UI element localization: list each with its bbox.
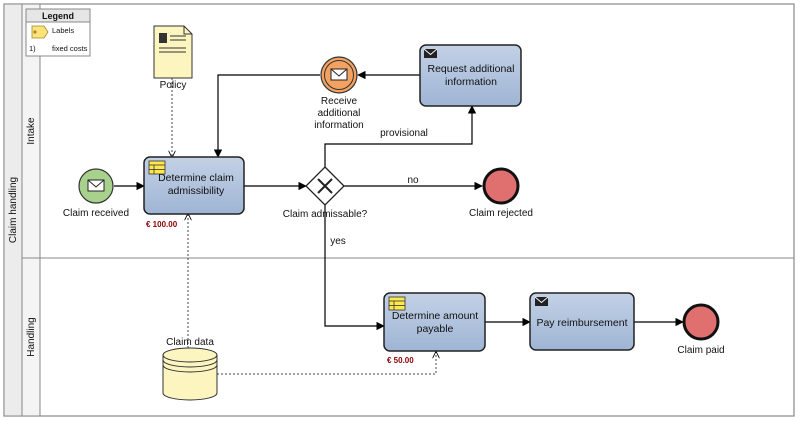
legend-fixed-costs: fixed costs (52, 44, 88, 53)
policy-label: Policy (160, 80, 187, 91)
gateway-label: Claim admissable? (283, 209, 368, 220)
task-determine-admissibility[interactable]: Determine claim admissibility € 100.00 (143, 156, 245, 229)
end-rejected-label: Claim rejected (469, 208, 533, 219)
pool-label: Claim handling (8, 177, 19, 243)
receive-info-line3: information (314, 120, 363, 131)
task-request-line1: Request additional (428, 63, 515, 75)
data-store-label: Claim data (166, 337, 214, 348)
send-envelope-icon (534, 296, 549, 306)
flow-receive-to-determine (213, 74, 320, 158)
document-icon (159, 33, 186, 53)
task-request-line2: information (445, 76, 497, 88)
start-event-label: Claim received (63, 208, 129, 219)
business-rule-icon (388, 296, 406, 311)
task-admissibility-line1: Determine claim (158, 172, 234, 184)
task-amount-line2: payable (417, 323, 454, 335)
send-envelope-icon (423, 48, 438, 58)
flows (114, 70, 684, 331)
x-marker-icon (317, 178, 333, 194)
policy-data-object[interactable]: Policy (153, 25, 193, 91)
legend: Legend Labels 1) fixed costs (25, 8, 91, 57)
lane-handling[interactable]: Handling (21, 257, 795, 417)
label-icon (31, 25, 49, 39)
assoc-claimdata-amount (217, 352, 436, 375)
end-event-claim-paid[interactable]: Claim paid (677, 303, 725, 356)
start-event-claim-received[interactable]: Claim received (63, 168, 129, 219)
data-store-claim-data[interactable]: Claim data (162, 337, 218, 401)
task-admissibility-line2: admissibility (168, 185, 225, 197)
task-pay-reimbursement[interactable]: Pay reimbursement (529, 292, 635, 351)
end-paid-label: Claim paid (677, 345, 724, 356)
intermediate-event-receive-info[interactable]: Receive additional information (314, 56, 364, 131)
associations (172, 78, 436, 375)
task-request-info[interactable]: Request additional information (419, 44, 522, 107)
envelope-icon (330, 68, 348, 81)
cost-label-amount: € 50.00 (387, 356, 414, 365)
legend-num: 1) (29, 44, 36, 53)
flow-gateway-to-request (324, 105, 477, 167)
flow-label-yes: yes (330, 236, 346, 247)
legend-labels-text: Labels (52, 26, 74, 35)
end-event-claim-rejected[interactable]: Claim rejected (469, 167, 533, 219)
receive-info-line1: Receive (321, 96, 358, 107)
business-rule-icon (148, 160, 166, 175)
flow-label-provisional: provisional (380, 128, 428, 139)
exclusive-gateway[interactable]: Claim admissable? (283, 166, 368, 220)
task-pay-label: Pay reimbursement (536, 317, 627, 329)
legend-title: Legend (42, 11, 74, 21)
task-amount-line1: Determine amount (392, 310, 478, 322)
receive-info-line2: additional (318, 108, 361, 119)
flow-label-no: no (407, 175, 419, 186)
envelope-icon (87, 179, 105, 192)
lane-label-handling: Handling (26, 317, 37, 356)
lane-label-intake: Intake (26, 117, 37, 145)
flow-gateway-to-amount (324, 205, 385, 331)
task-determine-amount[interactable]: Determine amount payable € 50.00 (383, 292, 486, 365)
cost-label-admissibility: € 100.00 (146, 220, 178, 229)
